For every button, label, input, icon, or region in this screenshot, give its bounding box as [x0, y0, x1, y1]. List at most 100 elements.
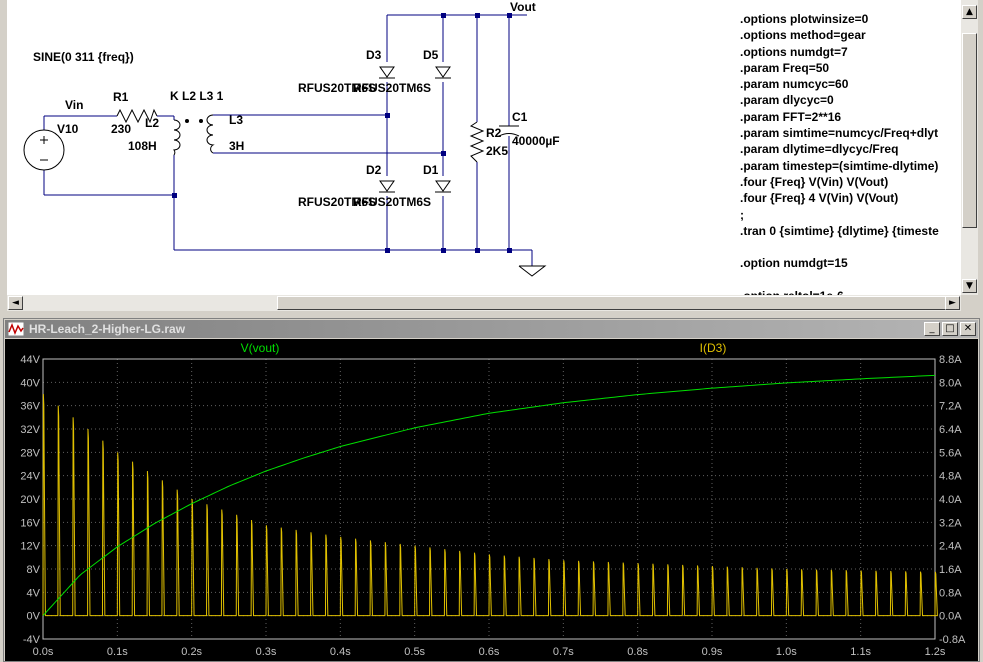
x-tick-label: 0.2s [181, 646, 202, 658]
x-tick-label: 0.9s [702, 646, 723, 658]
x-tick-label: 1.1s [850, 646, 871, 658]
x-tick-label: 1.0s [776, 646, 797, 658]
y-right-tick-label: -0.8A [939, 634, 966, 646]
label-l3: L3 [229, 113, 244, 127]
label-vin: Vin [65, 98, 84, 112]
y-right-tick-label: 4.8A [939, 471, 962, 483]
y-right-tick-label: 7.2A [939, 401, 962, 413]
scroll-down-button[interactable]: ▼ [962, 279, 977, 293]
size-grip [961, 295, 978, 311]
source-spec: SINE(0 311 {freq}) [33, 50, 134, 64]
spice-directive-line: .options plotwinsize=0 [740, 12, 869, 26]
spice-directive-line: .param dlytime=dlycyc/Freq [740, 142, 899, 157]
y-left-tick-label: 32V [20, 424, 40, 436]
label-c1-value: 40000µF [512, 134, 560, 148]
y-left-tick-label: 36V [20, 401, 40, 413]
label-d5: D5 [423, 48, 439, 62]
y-left-tick-label: 40V [20, 377, 40, 389]
label-d1: D1 [423, 163, 439, 177]
spice-directives[interactable]: .options plotwinsize=0 .options method=ge… [740, 12, 961, 295]
label-c1: C1 [512, 110, 528, 124]
x-tick-label: 1.2s [925, 646, 946, 658]
y-left-tick-label: 12V [20, 541, 40, 553]
x-tick-label: 0.3s [256, 646, 277, 658]
horizontal-scroll-thumb[interactable] [277, 296, 947, 310]
y-right-tick-label: 5.6A [939, 447, 962, 459]
label-l2-value: 108H [128, 139, 157, 153]
spice-directive-line: .options method=gear [740, 28, 866, 43]
spice-directive-line: .tran 0 {simtime} {dlytime} {timeste [740, 223, 939, 238]
y-right-tick-label: 0.0A [939, 611, 962, 623]
label-v10: V10 [57, 122, 79, 136]
spice-directive-line [740, 273, 961, 289]
close-button[interactable]: ✕ [960, 322, 976, 336]
spice-directive-line: .param timestep=(simtime-dlytime) [740, 158, 939, 173]
scroll-left-button[interactable]: ◄ [8, 296, 23, 310]
trace-label-id3[interactable]: I(D3) [700, 341, 727, 355]
x-tick-label: 0.5s [404, 646, 425, 658]
horizontal-scrollbar[interactable]: ◄ ► [7, 295, 961, 311]
label-r2-value: 2K5 [486, 144, 509, 158]
label-r1-value: 230 [111, 122, 132, 136]
spice-directive-line: .four {Freq} V(Vin) V(Vout) [740, 174, 889, 189]
x-tick-label: 0.4s [330, 646, 351, 658]
y-left-tick-label: 20V [20, 494, 40, 506]
spice-directive-line: ; [740, 207, 744, 222]
x-tick-label: 0.8s [627, 646, 648, 658]
minimize-button[interactable]: _ [924, 322, 940, 336]
label-l2: L2 [145, 116, 160, 130]
waveform-window[interactable]: HR-Leach_2-Higher-LG.raw _ □ ✕ -4V -0.8A 0… [3, 318, 980, 662]
spice-directive-line: .param dlycyc=0 [740, 93, 834, 108]
maximize-button[interactable]: □ [942, 322, 958, 336]
vertical-scrollbar[interactable]: ▲ ▼ [961, 0, 978, 295]
label-vout: Vout [510, 0, 536, 14]
schematic-editor[interactable]: SINE(0 311 {freq}) Vin V10 R1 230 L2 108… [7, 0, 961, 295]
scroll-up-button[interactable]: ▲ [962, 5, 977, 19]
spice-directive-line: .param FFT=2**16 [740, 109, 842, 124]
y-right-tick-label: 1.6A [939, 564, 962, 576]
x-tick-label: 0.7s [553, 646, 574, 658]
series-id3-line [42, 393, 938, 617]
label-l3-value: 3H [229, 139, 245, 153]
y-right-tick-label: 6.4A [939, 424, 962, 436]
label-d3-model: RFUS20TM6S [298, 81, 377, 95]
waveform-titlebar[interactable]: HR-Leach_2-Higher-LG.raw _ □ ✕ [5, 320, 978, 338]
spice-directive-line: .param simtime=numcyc/Freq+dlyt [740, 126, 939, 141]
x-tick-label: 0.0s [33, 646, 54, 658]
label-d1-model: RFUS20TM6S [353, 195, 432, 209]
y-right-tick-label: 3.2A [939, 517, 962, 529]
spice-directive-line: .four {Freq} 4 V(Vin) V(Vout) [740, 191, 899, 206]
y-right-tick-label: 8.8A [939, 354, 962, 366]
spice-directive-line: .options numdgt=7 [740, 44, 848, 59]
label-d5-model: RFUS20TM6S [353, 81, 432, 95]
waveform-icon [8, 322, 24, 336]
y-right-tick-label: 0.8A [939, 587, 962, 599]
series-vout-line [42, 374, 936, 617]
y-left-tick-label: -4V [23, 634, 41, 646]
y-right-tick-label: 4.0A [939, 494, 962, 506]
spice-directive-line: .param numcyc=60 [740, 77, 849, 92]
spice-directive-line: .param Freq=50 [740, 60, 830, 75]
spice-directive-line: .option numdgt=15 [740, 256, 848, 271]
trace-label-vout[interactable]: V(vout) [241, 341, 280, 355]
label-r2: R2 [486, 126, 502, 140]
y-left-tick-label: 4V [27, 587, 41, 599]
spice-directive-line: .option reltol=1e-6 [740, 289, 961, 295]
label-r1: R1 [113, 90, 129, 104]
label-coupling: K L2 L3 1 [170, 89, 224, 103]
waveform-title: HR-Leach_2-Higher-LG.raw [29, 322, 186, 336]
x-tick-label: 0.1s [107, 646, 128, 658]
y-left-tick-label: 28V [20, 447, 40, 459]
vertical-scroll-thumb[interactable] [962, 33, 977, 228]
y-left-tick-label: 44V [20, 354, 40, 366]
y-left-tick-label: 8V [27, 564, 41, 576]
circuit-diagram [23, 13, 547, 277]
y-right-tick-label: 2.4A [939, 541, 962, 553]
label-d3: D3 [366, 48, 382, 62]
label-d2-model: RFUS20TM6S [298, 195, 377, 209]
spice-directive-line [740, 240, 961, 256]
y-left-tick-label: 16V [20, 517, 40, 529]
scroll-right-button[interactable]: ► [945, 296, 960, 310]
x-tick-label: 0.6s [479, 646, 500, 658]
